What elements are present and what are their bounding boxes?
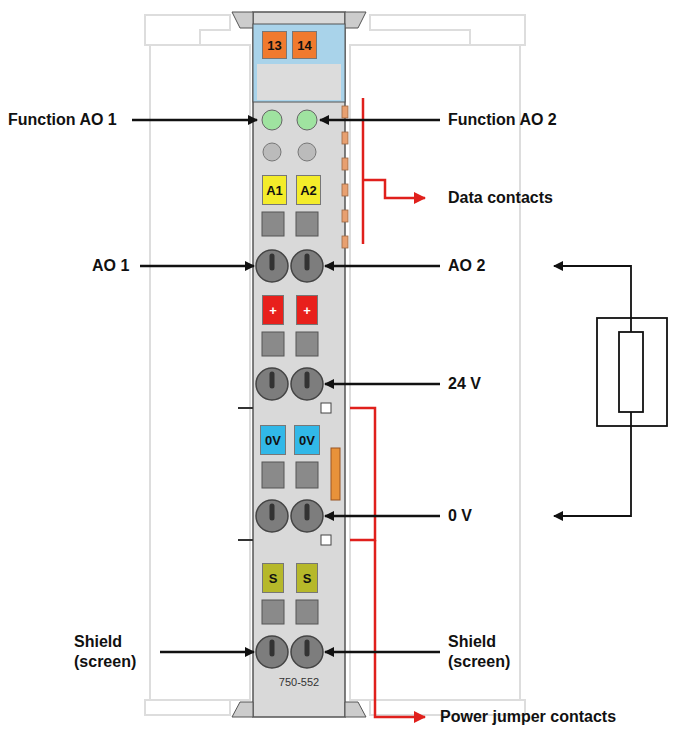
callout-label: Data contacts (448, 188, 553, 208)
terminal-label: + (262, 295, 284, 325)
callout-label: Shield (screen) (74, 632, 158, 672)
callout-label: Power jumper contacts (440, 707, 616, 727)
resistor-symbol (554, 266, 667, 516)
callout-label: 24 V (448, 374, 481, 394)
callout-label: AO 1 (92, 256, 129, 276)
callout-label: Function AO 1 (8, 110, 117, 130)
terminal-label: S (296, 563, 318, 593)
terminal-label: A2 (296, 175, 321, 205)
terminal-label: S (262, 563, 284, 593)
callout-label: 0 V (448, 506, 472, 526)
callout-label: AO 2 (448, 256, 485, 276)
terminal-label: 0V (260, 425, 286, 455)
terminal-label: 13 (262, 31, 287, 59)
terminal-label: 0V (294, 425, 320, 455)
terminal-label: + (296, 295, 318, 325)
terminal-label: 14 (292, 31, 317, 59)
callout-label: Function AO 2 (448, 110, 557, 130)
terminal-label: A1 (262, 175, 287, 205)
model-number: 750-552 (253, 676, 345, 688)
callout-label: Shield (screen) (448, 632, 538, 672)
